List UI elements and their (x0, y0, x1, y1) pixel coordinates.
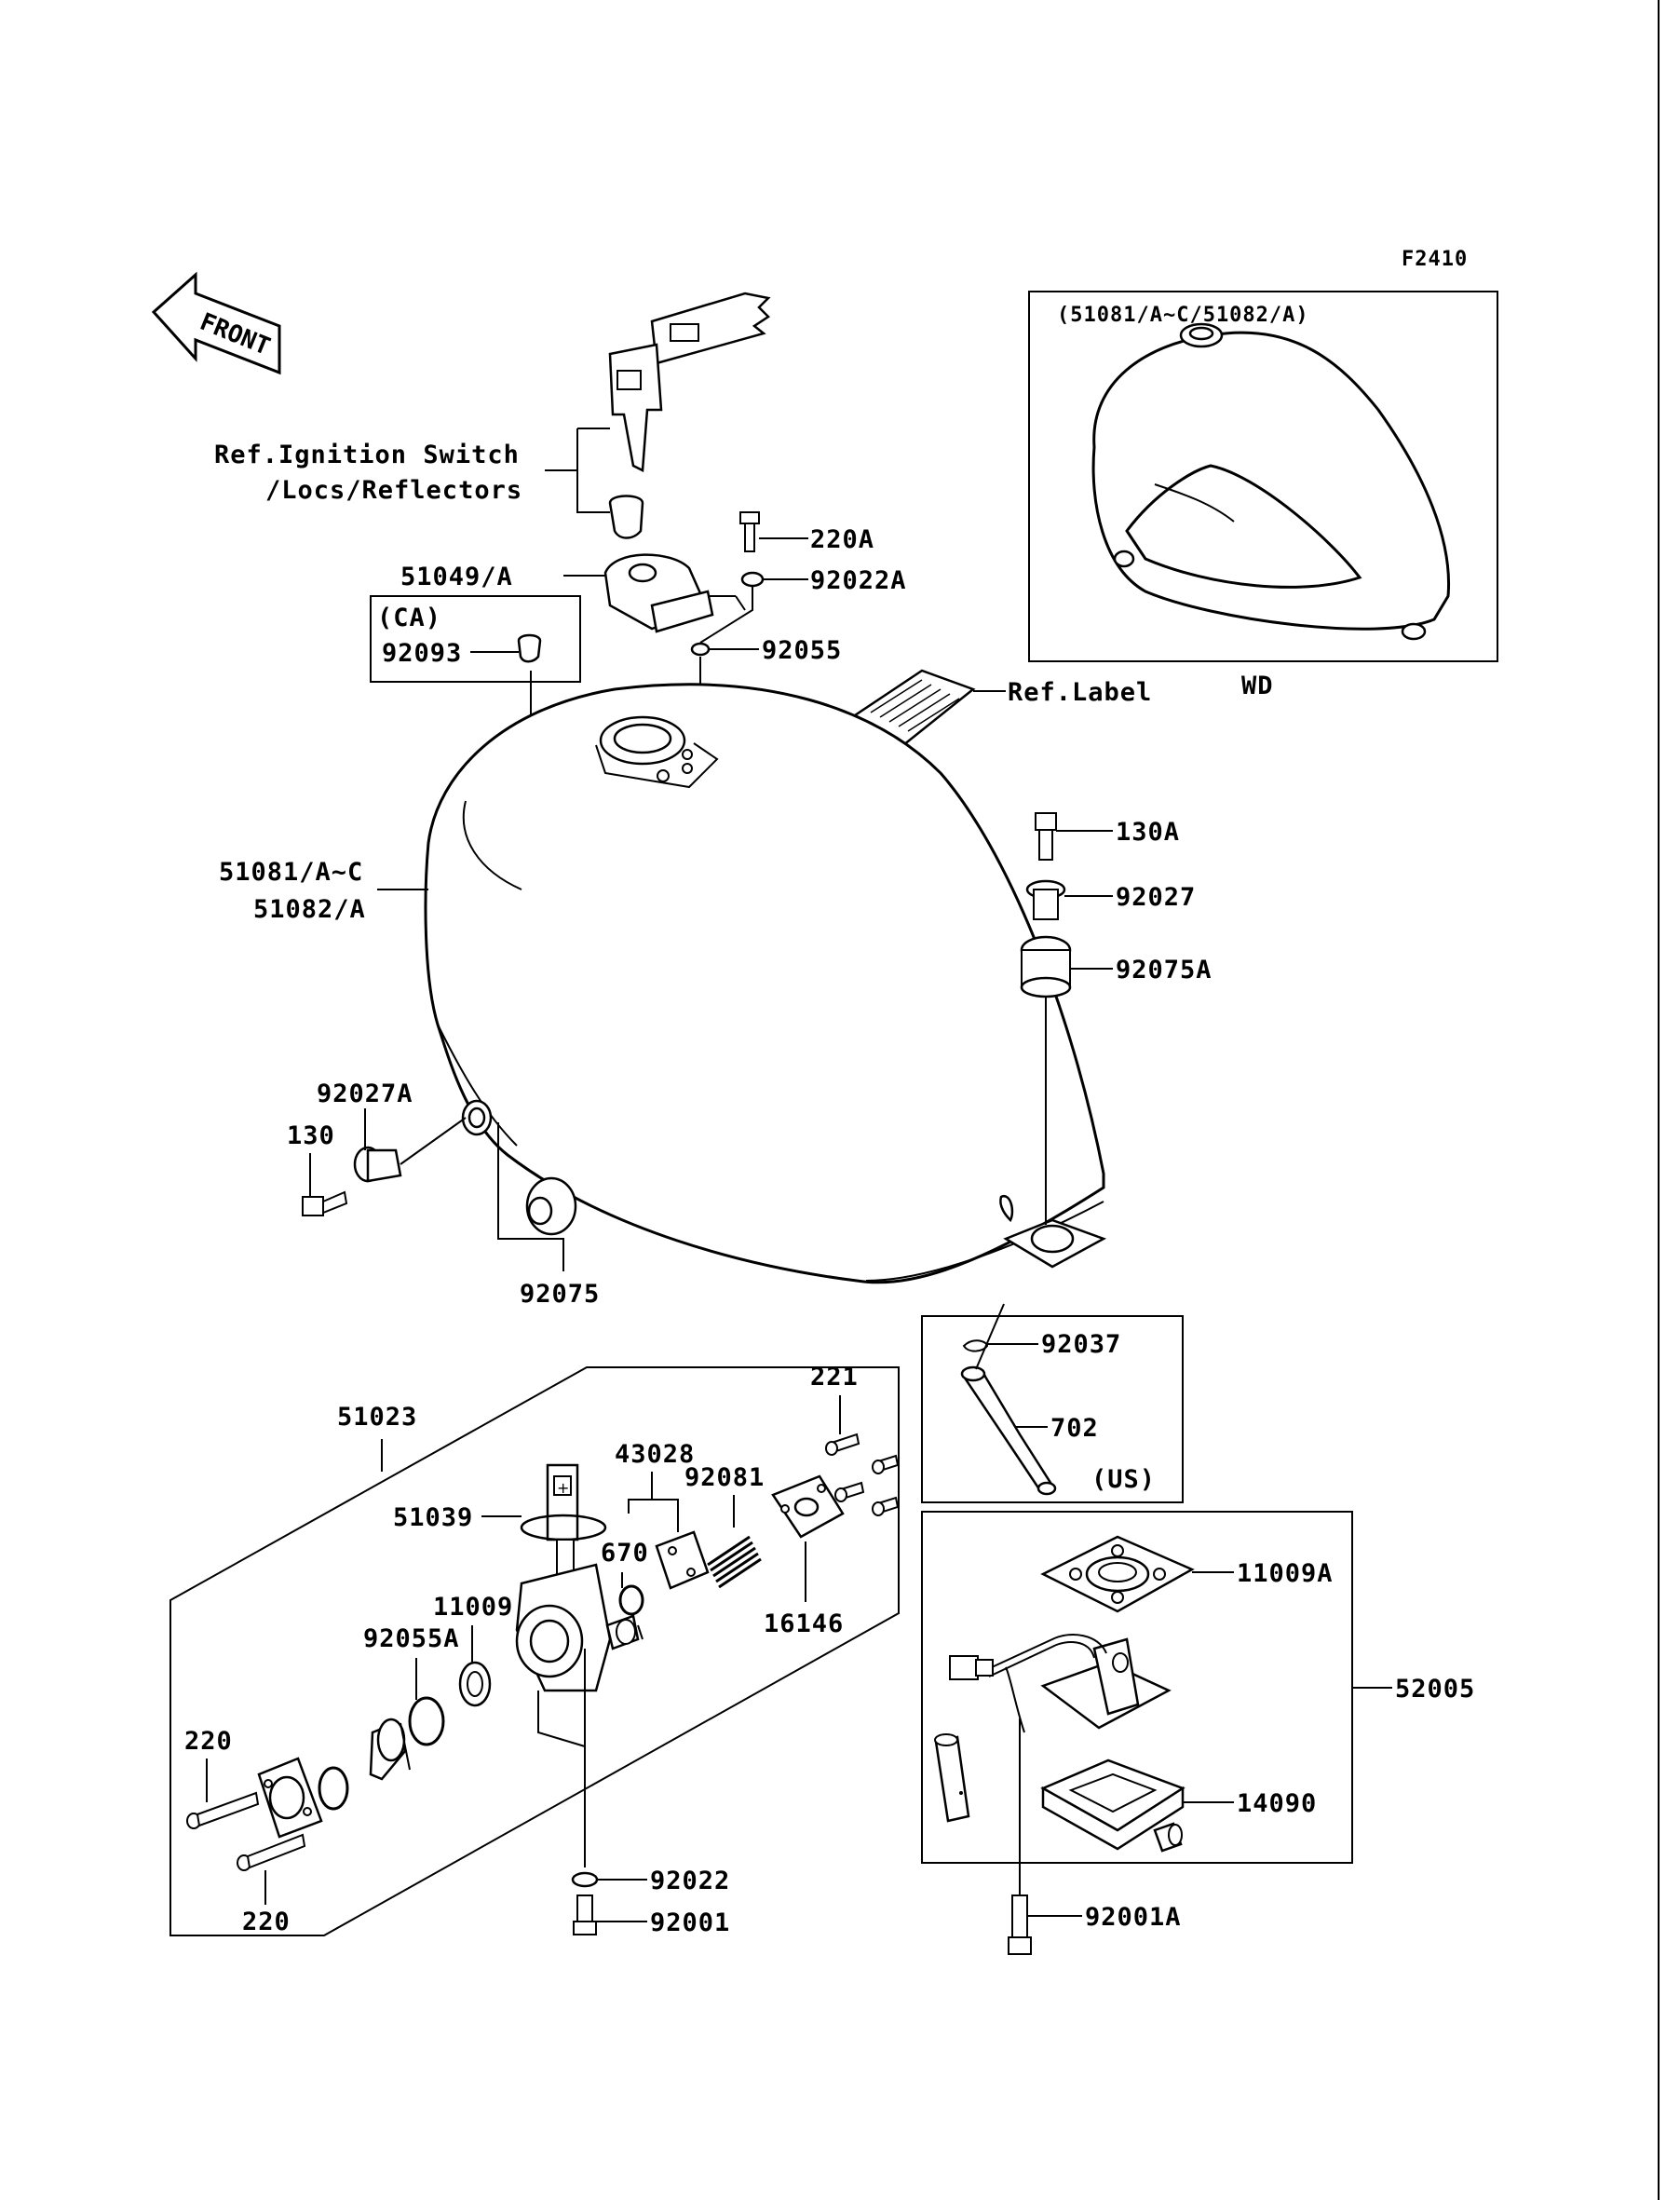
label-92055A: 92055A (363, 1624, 460, 1653)
label-130: 130 (287, 1121, 335, 1150)
label-702: 702 (1050, 1414, 1099, 1443)
bolt-220-bottom (237, 1833, 306, 1871)
bolt-130 (302, 1190, 348, 1216)
petcock-group-frame (169, 1366, 900, 1936)
bolt-92001 (573, 1894, 597, 1935)
oring-92055A (408, 1696, 445, 1746)
bolt-92001A (1008, 1894, 1032, 1955)
cover-16146 (771, 1474, 845, 1539)
ca-part: 92093 (382, 639, 462, 668)
flange-plate (257, 1757, 323, 1839)
label-52005: 52005 (1395, 1675, 1475, 1704)
fuel-cap-51049A (603, 553, 714, 633)
bolt-220-top (186, 1791, 260, 1829)
bolt-130A (1035, 812, 1057, 861)
key-icon (608, 292, 771, 472)
oring-92055 (690, 642, 711, 657)
label-92027: 92027 (1116, 883, 1196, 912)
oring-strainer (318, 1766, 349, 1811)
label-670: 670 (601, 1539, 649, 1568)
label-220-top: 220 (184, 1727, 233, 1756)
inset-wd-box: (51081/A~C/51082/A) WD (1028, 291, 1498, 700)
washer-92022 (571, 1871, 599, 1888)
label-ref-ignition-1: Ref.Ignition Switch (214, 441, 520, 469)
label-92022: 92022 (650, 1867, 730, 1895)
label-220A: 220A (810, 525, 874, 554)
label-130A: 130A (1116, 818, 1180, 847)
label-92001A: 92001A (1085, 1903, 1182, 1932)
petcock-body (515, 1563, 644, 1692)
inset-caption: WD (1241, 672, 1274, 700)
ca-box: (CA) 92093 (370, 595, 581, 683)
label-11009A: 11009A (1237, 1559, 1334, 1588)
label-51081: 51081/A~C (219, 858, 363, 887)
label-43028: 43028 (615, 1440, 695, 1469)
damper-92075A (1020, 935, 1072, 998)
label-92075A: 92075A (1116, 956, 1213, 985)
fuel-tank-51081 (424, 683, 1105, 1284)
svg-text:+: + (557, 1479, 569, 1497)
label-220-bottom: 220 (242, 1908, 291, 1936)
label-51082: 51082/A (253, 895, 366, 924)
label-92001: 92001 (650, 1908, 730, 1937)
fuel-level-sensor (934, 1634, 1172, 1823)
gasket-11009 (458, 1661, 492, 1707)
sensor-case-14090 (1040, 1759, 1185, 1853)
lock-cylinder (608, 495, 644, 539)
label-14090: 14090 (1237, 1789, 1317, 1818)
label-92037: 92037 (1041, 1330, 1121, 1359)
oring-670 (618, 1584, 644, 1616)
us-box: (US) (921, 1315, 1184, 1503)
label-92027A: 92027A (317, 1080, 413, 1108)
gasket-11009A (1040, 1535, 1195, 1613)
bolt-220A (739, 511, 760, 552)
label-11009: 11009 (433, 1593, 513, 1622)
tank-contour-line (462, 800, 522, 890)
spring-92081 (707, 1535, 762, 1589)
label-92055: 92055 (762, 636, 842, 665)
fuel-strainer (369, 1718, 411, 1781)
label-ref-ignition-2: /Locs/Reflectors (265, 476, 522, 505)
label-16146: 16146 (764, 1609, 844, 1638)
diaphragm-43028 (655, 1530, 710, 1590)
label-51023: 51023 (337, 1403, 417, 1432)
inset-tank-emblem-panel (1125, 464, 1362, 589)
label-221: 221 (810, 1363, 859, 1392)
figure-code: F2410 (1402, 248, 1468, 271)
front-arrow-icon: FRONT (151, 271, 281, 375)
washer-92022A (740, 571, 765, 588)
collar-92027A (353, 1146, 402, 1183)
us-caption: (US) (1091, 1465, 1156, 1494)
label-92022A: 92022A (810, 566, 907, 595)
label-92081: 92081 (684, 1463, 765, 1492)
damper-92075 (525, 1176, 577, 1236)
label-92075: 92075 (520, 1280, 600, 1309)
screws-221 (825, 1433, 900, 1516)
ca-title: (CA) (377, 604, 441, 632)
inset-title: (51081/A~C/51082/A) (1057, 304, 1309, 327)
label-ref-label: Ref.Label (1008, 678, 1152, 707)
label-51039: 51039 (393, 1503, 473, 1532)
collar-92027 (1025, 879, 1066, 920)
label-51049A: 51049/A (400, 563, 513, 591)
